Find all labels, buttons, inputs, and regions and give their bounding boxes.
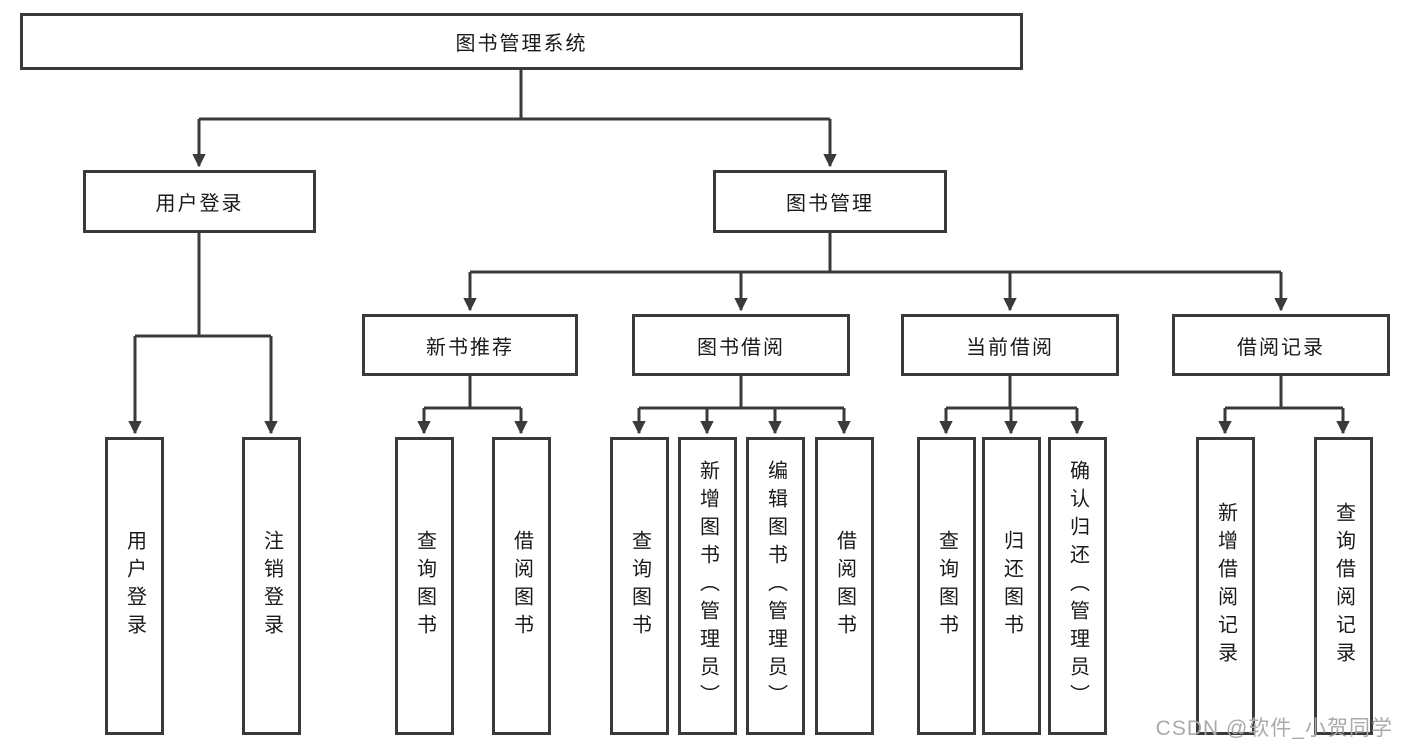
leaf-borrow-books: 借阅图书 <box>815 437 874 735</box>
node-current-borrow: 当前借阅 <box>901 314 1119 376</box>
leaf-return-books-label: 归还图书 <box>1000 530 1023 642</box>
leaf-logout-label: 注销登录 <box>260 530 283 642</box>
csdn-watermark: CSDN @软件_小贺同学 <box>1155 717 1393 740</box>
leaf-confirm-return-admin: 确认归还（管理员） <box>1048 437 1107 735</box>
leaf-query-books-borrow: 查询图书 <box>610 437 669 735</box>
leaf-borrow-books-label: 借阅图书 <box>833 530 856 642</box>
leaf-add-borrow-record: 新增借阅记录 <box>1196 437 1255 735</box>
leaf-borrow-books-recommend: 借阅图书 <box>492 437 551 735</box>
leaf-edit-books-admin-label: 编辑图书（管理员） <box>764 460 787 712</box>
leaf-add-borrow-record-label: 新增借阅记录 <box>1214 502 1237 670</box>
leaf-user-login: 用户登录 <box>105 437 164 735</box>
node-user-login: 用户登录 <box>83 170 316 233</box>
leaf-logout: 注销登录 <box>242 437 301 735</box>
leaf-confirm-return-admin-label: 确认归还（管理员） <box>1066 460 1089 712</box>
leaf-query-books-current-label: 查询图书 <box>935 530 958 642</box>
node-new-book-recommend: 新书推荐 <box>362 314 578 376</box>
leaf-add-books-admin: 新增图书（管理员） <box>678 437 737 735</box>
leaf-user-login-label: 用户登录 <box>123 530 146 642</box>
leaf-query-books-current: 查询图书 <box>917 437 976 735</box>
node-root-library-system: 图书管理系统 <box>20 13 1023 70</box>
node-borrow-records: 借阅记录 <box>1172 314 1390 376</box>
leaf-return-books: 归还图书 <box>982 437 1041 735</box>
node-book-management: 图书管理 <box>713 170 947 233</box>
leaf-query-borrow-record-label: 查询借阅记录 <box>1332 502 1355 670</box>
leaf-edit-books-admin: 编辑图书（管理员） <box>746 437 805 735</box>
leaf-query-books-borrow-label: 查询图书 <box>628 530 651 642</box>
leaf-add-books-admin-label: 新增图书（管理员） <box>696 460 719 712</box>
leaf-borrow-books-recommend-label: 借阅图书 <box>510 530 533 642</box>
leaf-query-books-recommend-label: 查询图书 <box>413 530 436 642</box>
node-book-borrow: 图书借阅 <box>632 314 850 376</box>
leaf-query-borrow-record: 查询借阅记录 <box>1314 437 1373 735</box>
leaf-query-books-recommend: 查询图书 <box>395 437 454 735</box>
